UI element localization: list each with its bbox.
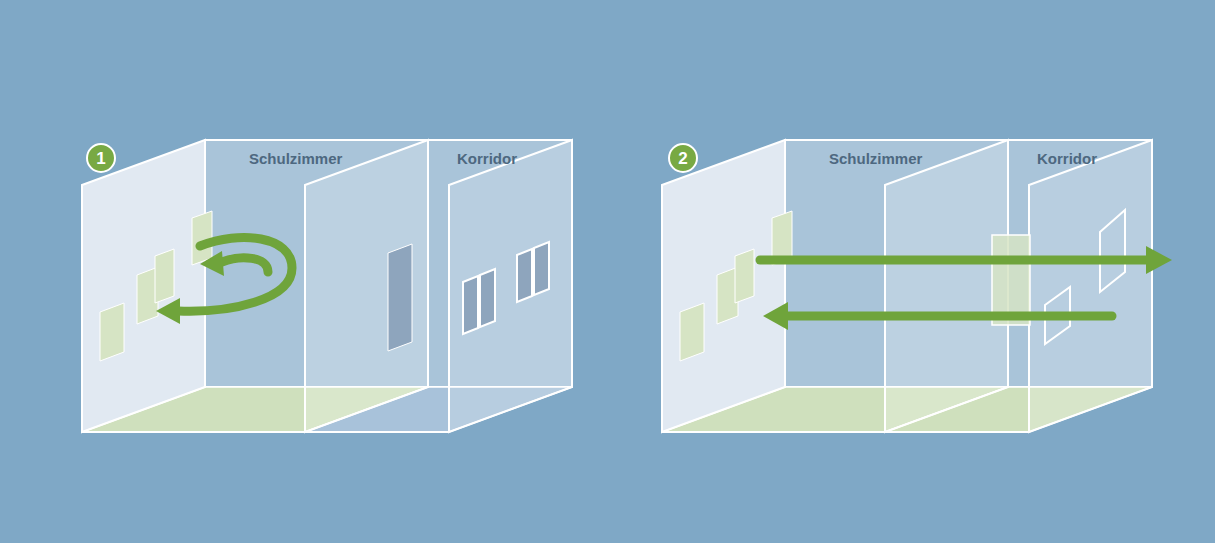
room-label: Korridor	[1037, 151, 1097, 168]
callout-text: 2	[678, 150, 687, 167]
callout-number: 1	[86, 143, 116, 173]
panel-two	[662, 140, 1172, 432]
panel-one	[82, 140, 572, 432]
room-label: Korridor	[457, 151, 517, 168]
callout-text: 1	[96, 150, 105, 167]
room-label: Schulzimmer	[829, 151, 922, 168]
callout-number: 2	[668, 143, 698, 173]
room-label: Schulzimmer	[249, 151, 342, 168]
